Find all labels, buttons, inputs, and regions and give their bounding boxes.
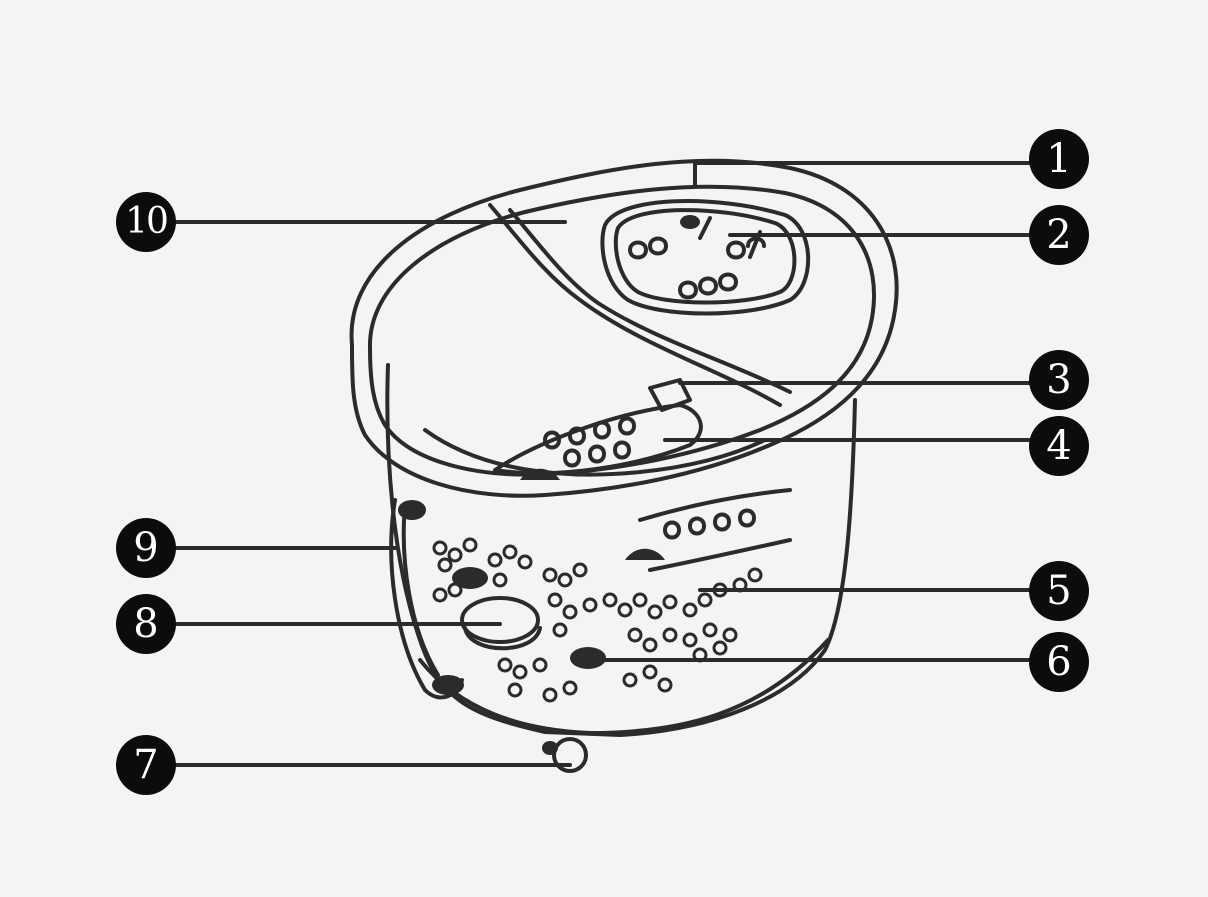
callout-8: 8	[116, 594, 176, 654]
callout-9: 9	[116, 518, 176, 578]
callout-5: 5	[1029, 561, 1089, 621]
callout-1: 1	[1029, 129, 1089, 189]
callout-3: 3	[1029, 350, 1089, 410]
callout-4: 4	[1029, 416, 1089, 476]
basin-base-rim	[420, 640, 828, 733]
heater-vent	[462, 598, 538, 642]
callout-6: 6	[1029, 632, 1089, 692]
callout-7: 7	[116, 735, 176, 795]
callout-10: 10	[116, 192, 176, 252]
callout-2: 2	[1029, 205, 1089, 265]
